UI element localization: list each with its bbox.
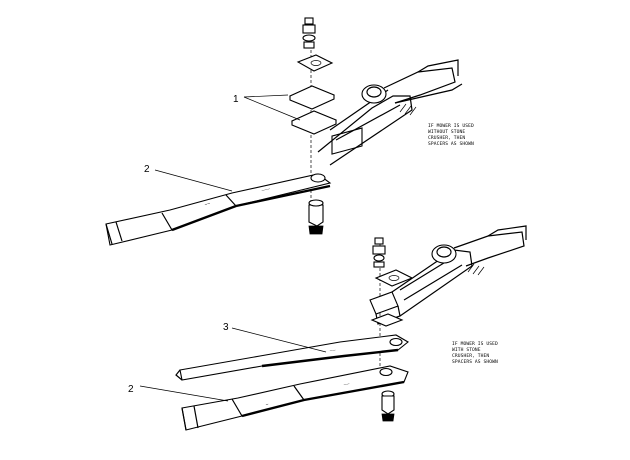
svg-text:~~: ~~ [204, 202, 211, 208]
upper-note-line-3: CRUSHER, THEN [428, 135, 465, 141]
upper-lock-plate [296, 54, 334, 72]
svg-text:——: —— [330, 348, 337, 354]
callout-3-leader [231, 327, 327, 353]
lower-note-line-1: IF MOWER IS USED [452, 341, 498, 347]
lower-blade: ~ —— [181, 365, 409, 431]
lower-note: IF MOWER IS USED WITH STONE CRUSHER, THE… [452, 341, 498, 365]
upper-note-line-2: WITHOUT STONE [428, 129, 465, 135]
upper-assembly: ~~ ——— 1 2 IF MOWER IS USED WITHOUT STON… [105, 17, 474, 246]
upper-note-line-4: SPACERS AS SHOWN [428, 141, 474, 147]
callout-1-leader-b [243, 96, 301, 121]
upper-spacer-2 [290, 110, 338, 135]
upper-note: IF MOWER IS USED WITHOUT STONE CRUSHER, … [428, 123, 474, 147]
lower-inner-blade: —— [175, 334, 409, 381]
callout-2-lower-leader [139, 385, 229, 402]
upper-blade-bolt [308, 199, 324, 235]
lower-lock-plate [374, 269, 414, 287]
lower-assembly: —— ~ —— 3 2 IF MOWER IS USED WITH STON [128, 225, 527, 431]
upper-blade: ~~ ——— [105, 173, 332, 246]
lower-blade-bolt [381, 390, 395, 422]
callout-spacers-label: 1 [233, 94, 239, 105]
lower-spacer [370, 313, 404, 327]
callout-2-upper-leader [154, 169, 233, 192]
lower-note-line-2: WITH STONE [452, 347, 481, 353]
callout-blade-upper-label: 2 [144, 164, 150, 175]
svg-text:~: ~ [265, 402, 269, 408]
upper-note-line-1: IF MOWER IS USED [428, 123, 474, 129]
callout-blade-inner-label: 3 [223, 322, 229, 333]
upper-carrier-arm [317, 59, 463, 166]
upper-spacer-1 [288, 85, 336, 110]
callout-1-leader-a [243, 94, 289, 98]
lower-bolt-stack [372, 237, 386, 268]
upper-bolt-stack [302, 17, 316, 49]
svg-text:———: ——— [261, 187, 271, 194]
callout-blade-lower-label: 2 [128, 384, 134, 395]
lower-carrier-arm [369, 225, 527, 325]
lower-note-line-4: SPACERS AS SHOWN [452, 359, 498, 365]
svg-text:——: —— [343, 382, 350, 388]
lower-note-line-3: CRUSHER, THEN [452, 353, 489, 359]
